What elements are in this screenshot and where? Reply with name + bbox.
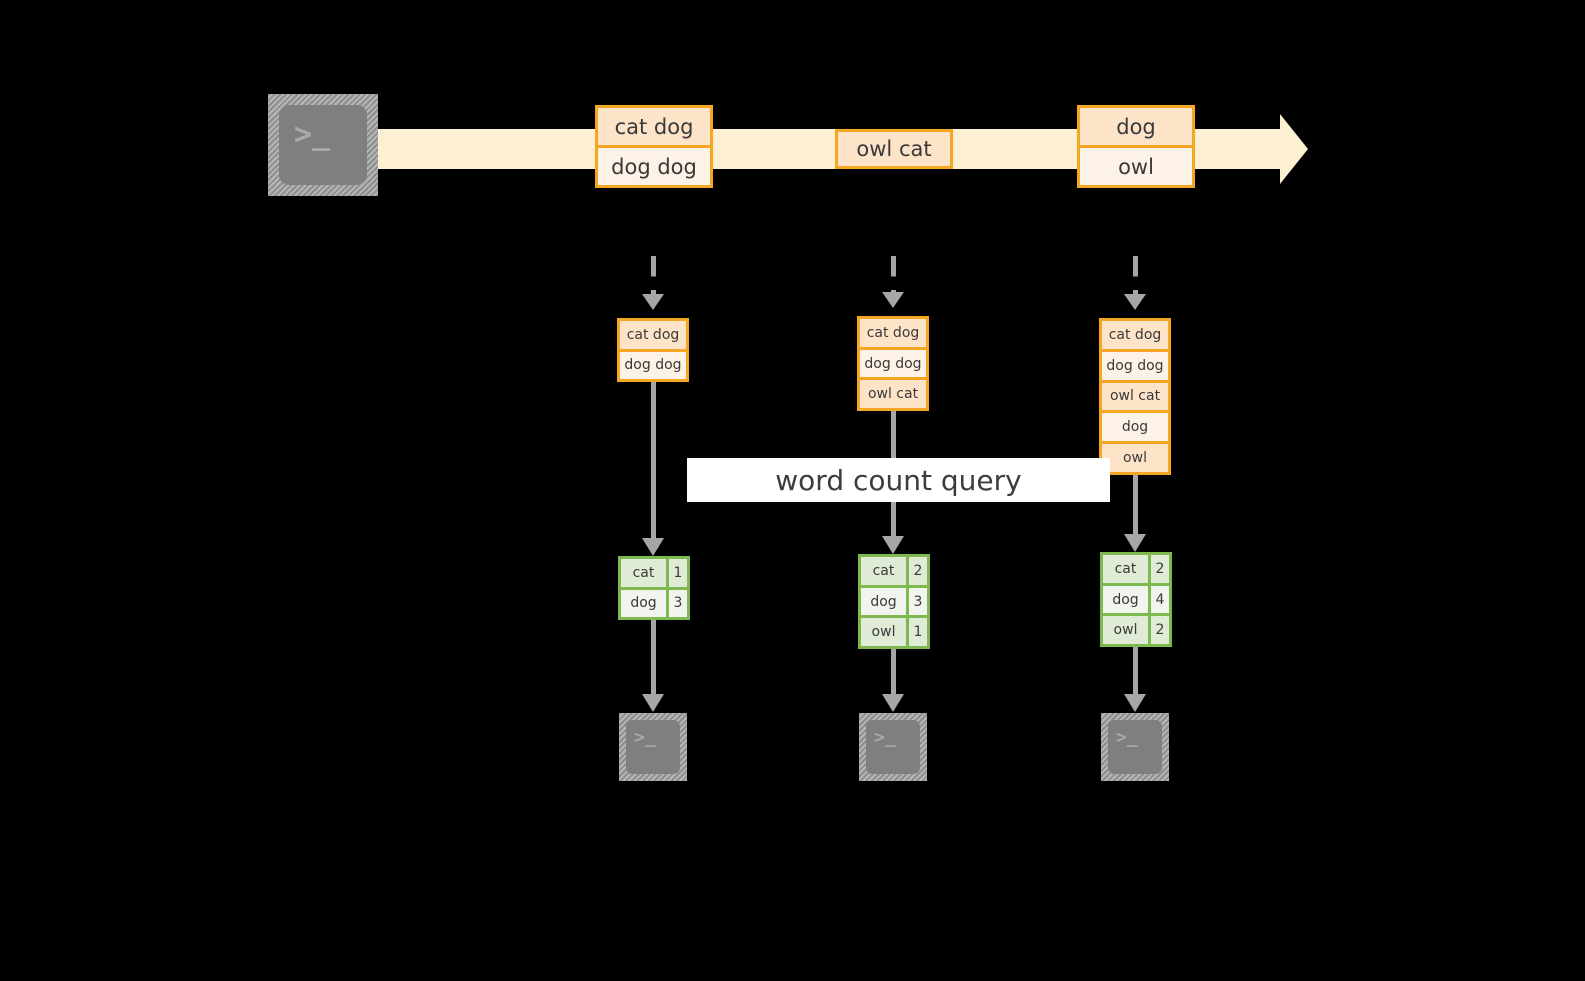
- sink-connector-3: [1133, 647, 1138, 696]
- result-value: 2: [1151, 616, 1169, 645]
- result-row: cat 1: [621, 559, 687, 590]
- snapshot-connector-3: [1133, 256, 1138, 296]
- query-banner: word count query: [687, 458, 1110, 502]
- terminal-prompt-glyph: >_: [294, 117, 331, 152]
- terminal-screen: [1108, 720, 1162, 774]
- terminal-prompt-glyph: >_: [634, 727, 656, 748]
- sink-connector-head-1: [642, 694, 664, 712]
- result-key: cat: [621, 559, 669, 587]
- result-key: dog: [1103, 585, 1151, 614]
- input-row: dog: [1102, 413, 1168, 445]
- input-row: owl cat: [860, 380, 926, 409]
- result-value: 3: [669, 589, 687, 617]
- input-table-2: cat dog dog dog owl cat: [857, 316, 929, 411]
- sink-terminal-icon-2[interactable]: >_: [859, 713, 927, 781]
- sink-terminal-icon-3[interactable]: >_: [1101, 713, 1169, 781]
- terminal-prompt-glyph: >_: [874, 727, 896, 748]
- result-value: 3: [909, 587, 927, 616]
- sink-connector-head-3: [1124, 694, 1146, 712]
- result-table-1: cat 1 dog 3: [618, 556, 690, 620]
- stream-record-line: dog dog: [598, 148, 710, 185]
- result-key: owl: [861, 618, 909, 647]
- input-row: owl: [1102, 444, 1168, 472]
- query-connector-3: [1133, 475, 1138, 536]
- result-row: dog 3: [861, 587, 927, 619]
- input-row: cat dog: [860, 319, 926, 350]
- result-key: owl: [1103, 616, 1151, 645]
- result-row: owl 1: [861, 618, 927, 647]
- stream-record-line: owl cat: [838, 132, 950, 166]
- result-row: dog 3: [621, 589, 687, 617]
- input-row: dog dog: [620, 351, 686, 379]
- result-value: 1: [669, 559, 687, 587]
- stream-arrowhead: [1280, 114, 1308, 184]
- result-value: 1: [909, 618, 927, 647]
- terminal-prompt-glyph: >_: [1116, 727, 1138, 748]
- query-connector-head-1: [642, 538, 664, 556]
- query-banner-label: word count query: [775, 463, 1022, 497]
- query-connector-head-3: [1124, 534, 1146, 552]
- sink-connector-head-2: [882, 694, 904, 712]
- input-row: cat dog: [620, 321, 686, 352]
- snapshot-connector-head-3: [1124, 294, 1146, 310]
- source-terminal-icon[interactable]: >_: [268, 94, 378, 196]
- input-row: dog dog: [860, 349, 926, 381]
- stream-record-line: owl: [1080, 148, 1192, 185]
- input-row: cat dog: [1102, 321, 1168, 352]
- terminal-screen: [279, 105, 367, 185]
- stream-record-2: owl cat: [835, 129, 953, 169]
- query-connector-head-2: [882, 536, 904, 554]
- sink-connector-2: [891, 649, 896, 696]
- snapshot-connector-head-2: [882, 292, 904, 308]
- result-row: dog 4: [1103, 585, 1169, 617]
- stream-record-line: cat dog: [598, 108, 710, 148]
- result-table-2: cat 2 dog 3 owl 1: [858, 554, 930, 649]
- result-row: cat 2: [1103, 555, 1169, 586]
- input-table-3: cat dog dog dog owl cat dog owl: [1099, 318, 1171, 475]
- input-row: dog dog: [1102, 351, 1168, 383]
- result-row: owl 2: [1103, 616, 1169, 645]
- result-key: dog: [621, 589, 669, 617]
- result-value: 2: [909, 557, 927, 585]
- result-value: 4: [1151, 585, 1169, 614]
- input-table-1: cat dog dog dog: [617, 318, 689, 382]
- query-connector-1: [651, 382, 656, 540]
- snapshot-connector-head-1: [642, 294, 664, 310]
- stream-record-1: cat dog dog dog: [595, 105, 713, 188]
- terminal-screen: [866, 720, 920, 774]
- input-row: owl cat: [1102, 382, 1168, 414]
- terminal-screen: [626, 720, 680, 774]
- snapshot-connector-2: [891, 256, 896, 294]
- result-key: dog: [861, 587, 909, 616]
- sink-terminal-icon-1[interactable]: >_: [619, 713, 687, 781]
- stream-record-3: dog owl: [1077, 105, 1195, 188]
- result-key: cat: [1103, 555, 1151, 583]
- snapshot-connector-1: [651, 256, 656, 296]
- result-row: cat 2: [861, 557, 927, 588]
- result-key: cat: [861, 557, 909, 585]
- sink-connector-1: [651, 620, 656, 696]
- result-value: 2: [1151, 555, 1169, 583]
- stream-record-line: dog: [1080, 108, 1192, 148]
- result-table-3: cat 2 dog 4 owl 2: [1100, 552, 1172, 647]
